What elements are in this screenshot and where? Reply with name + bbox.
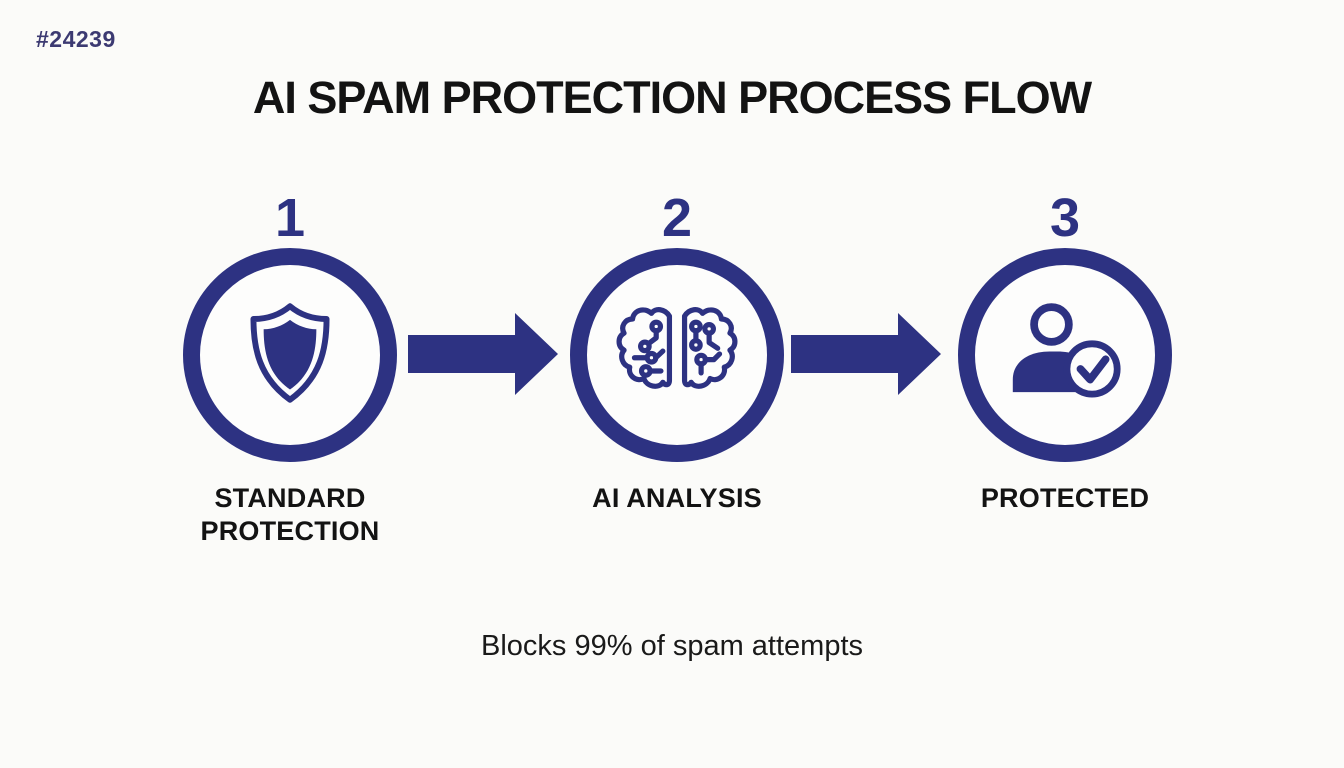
step-circle — [958, 248, 1172, 462]
page-title: AI SPAM PROTECTION PROCESS FLOW — [252, 72, 1092, 123]
step-standard-protection: 1 STANDARD PROTECTION — [170, 188, 410, 548]
brain-circuit-icon — [615, 301, 739, 410]
step-number: 2 — [661, 188, 693, 248]
step-circle — [183, 248, 397, 462]
step-label: AI ANALYSIS — [592, 483, 762, 513]
step-label: STANDARD PROTECTION — [200, 483, 380, 546]
step-number: 3 — [1049, 188, 1081, 248]
step-ai-analysis: 2 — [557, 188, 797, 515]
step-number: 1 — [274, 188, 306, 248]
image-id-badge: #24239 — [36, 26, 116, 52]
step-label: PROTECTED — [980, 483, 1150, 513]
shield-icon — [239, 296, 341, 415]
user-check-icon — [1007, 302, 1123, 409]
flow-arrow-icon — [791, 313, 941, 395]
flow-arrow-icon — [408, 313, 558, 395]
footer-caption: Blocks 99% of spam attempts — [481, 630, 863, 662]
step-protected: 3 PROTECTED — [945, 188, 1185, 515]
step-circle — [570, 248, 784, 462]
